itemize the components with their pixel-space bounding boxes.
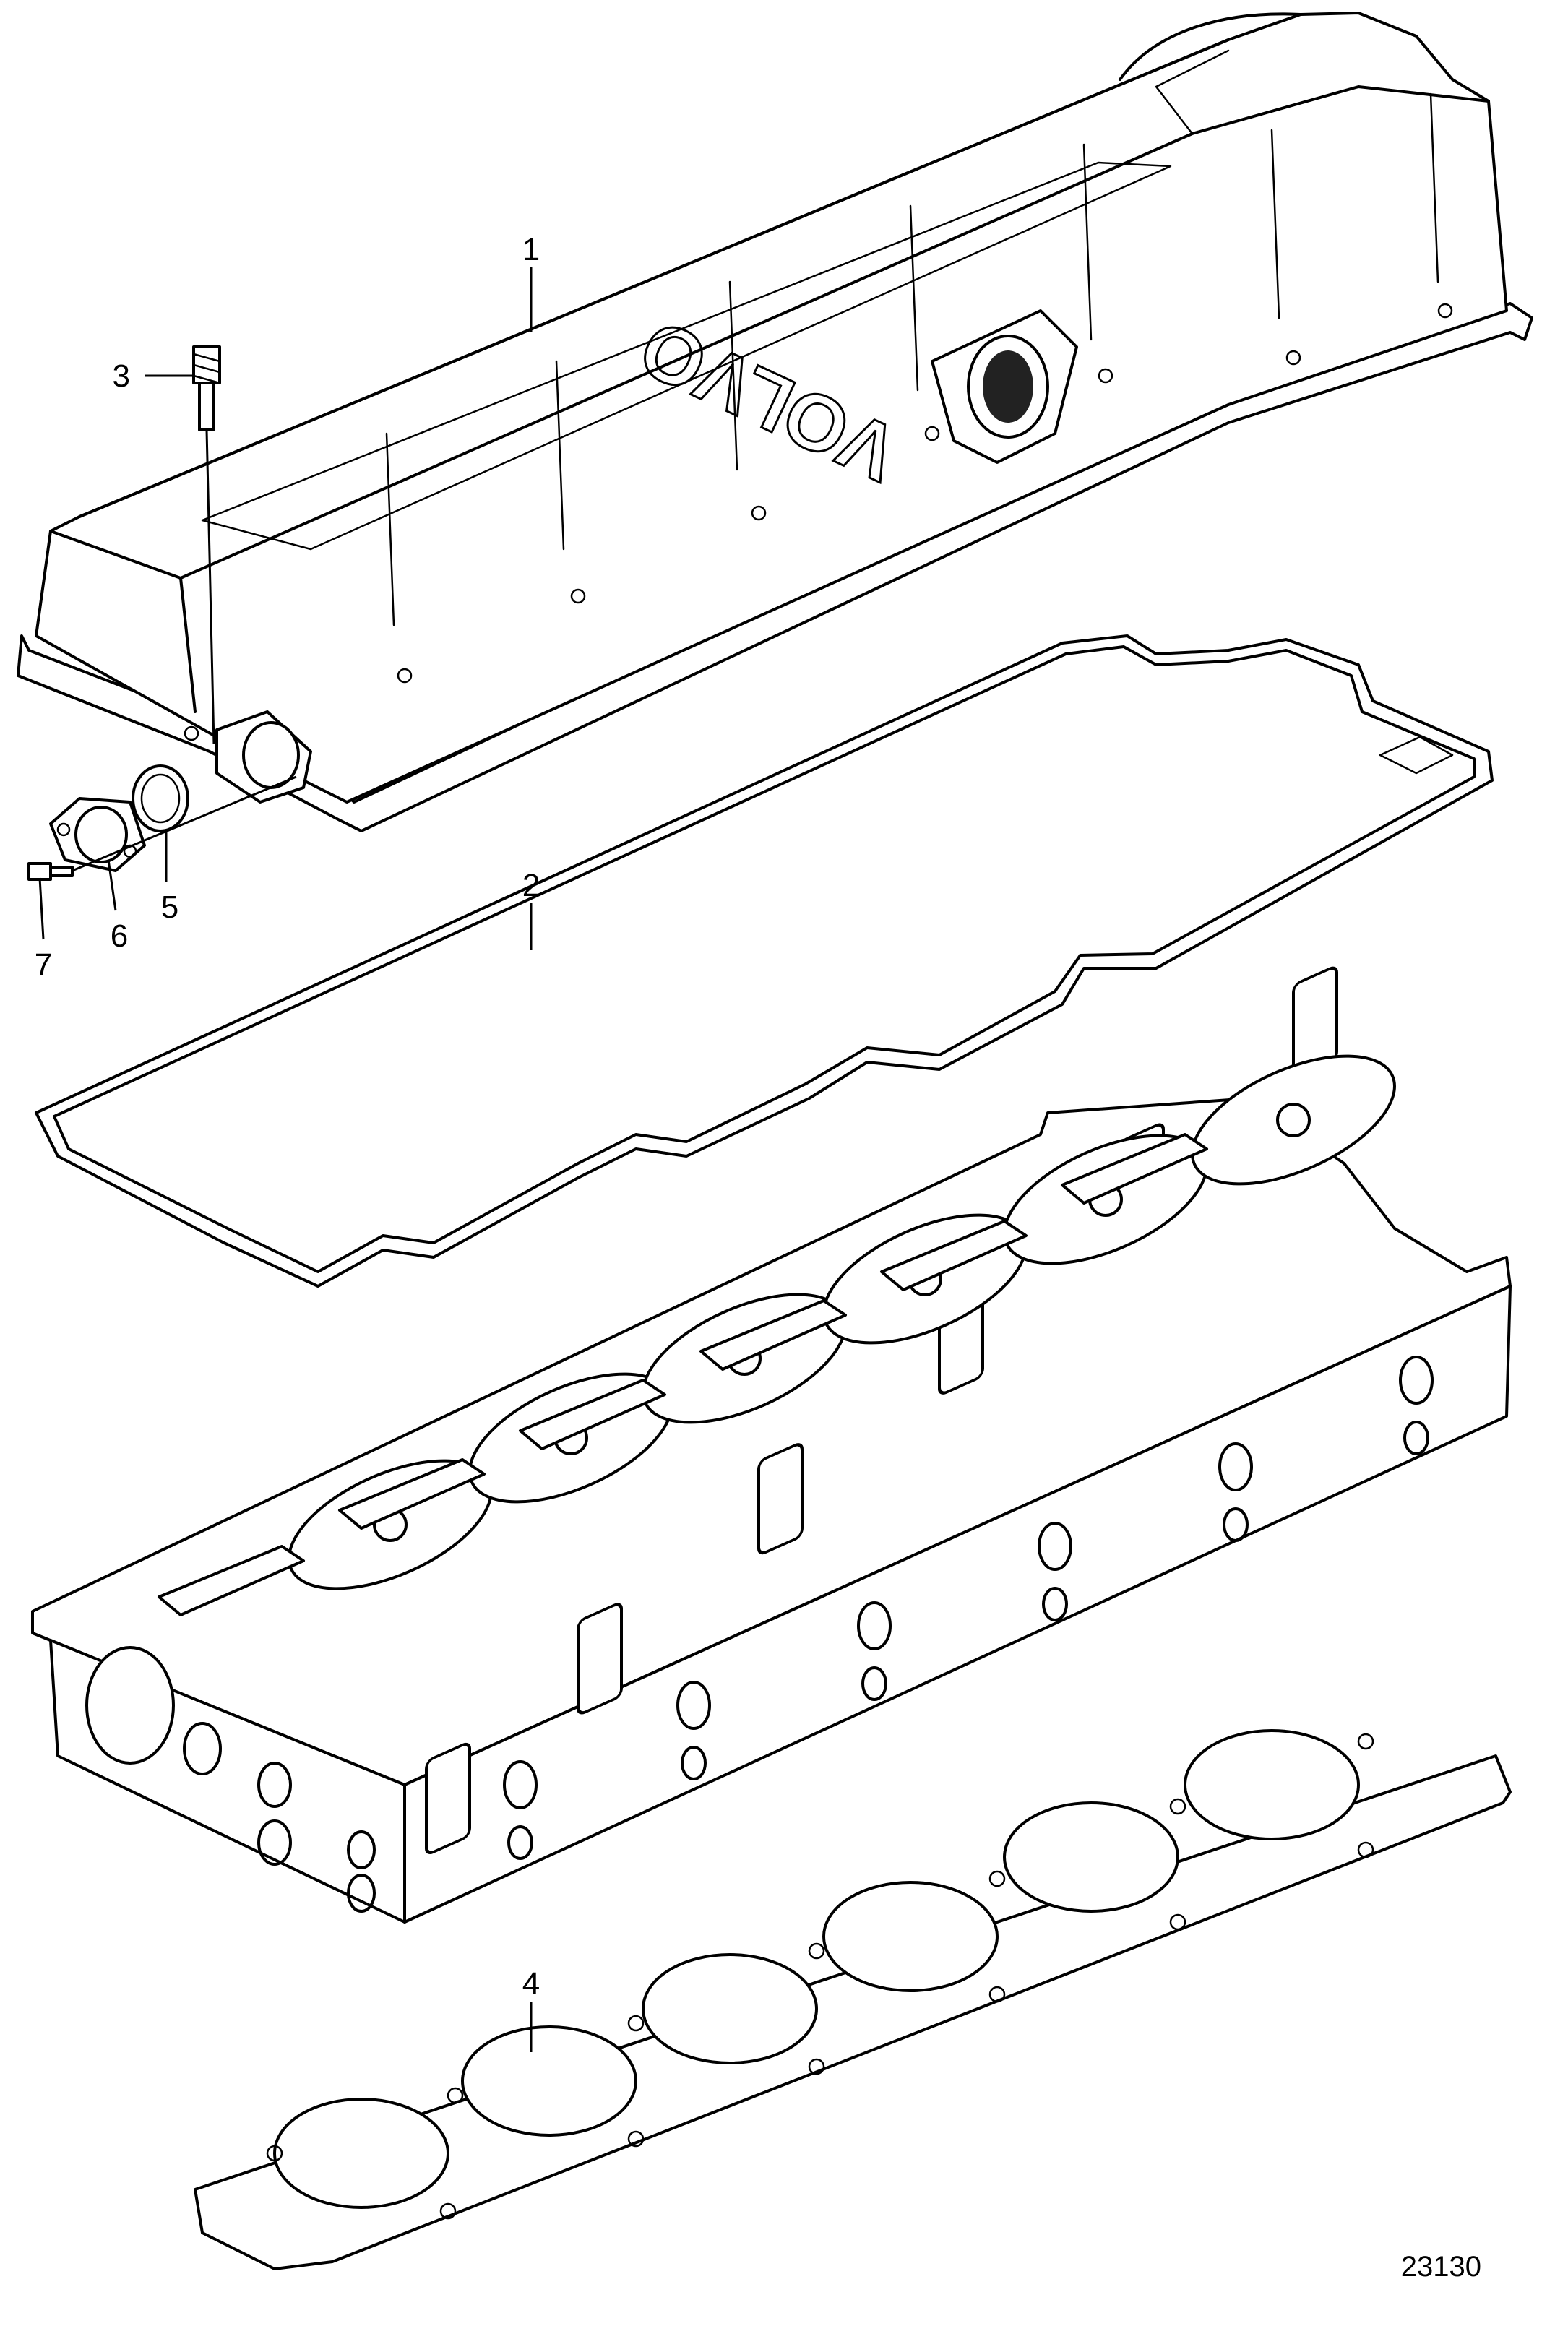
callout-6: 6 [111, 918, 128, 954]
oil-filler-boss [931, 309, 1078, 464]
head-gasket [194, 1729, 1512, 2270]
callout-3: 3 [113, 358, 130, 394]
valve-cover: VOLVO [17, 12, 1533, 832]
screw [27, 862, 74, 881]
seal-ring [132, 764, 189, 832]
callout-4: 4 [522, 1966, 540, 2002]
callout-7: 7 [35, 947, 52, 983]
cover-gasket [35, 634, 1494, 1288]
flange [49, 797, 146, 872]
head-end-face [85, 1646, 376, 1913]
cover-bolt-holes [184, 303, 1453, 741]
callout-2: 2 [522, 868, 540, 903]
callouts: 1 2 3 4 5 6 7 [35, 232, 540, 2002]
callout-5: 5 [161, 890, 178, 925]
cover-ribs [385, 92, 1439, 626]
stud-bolt [192, 345, 221, 745]
figure-number: 23130 [1401, 2251, 1481, 2283]
callout-1: 1 [522, 232, 540, 267]
deck-pockets [158, 1133, 1208, 1616]
gasket-bolt-holes [266, 1733, 1374, 2220]
cylinder-head [31, 966, 1512, 1924]
gasket-bores [273, 1729, 1360, 2209]
leader-lines [38, 267, 533, 2052]
assembly-line [72, 775, 297, 872]
